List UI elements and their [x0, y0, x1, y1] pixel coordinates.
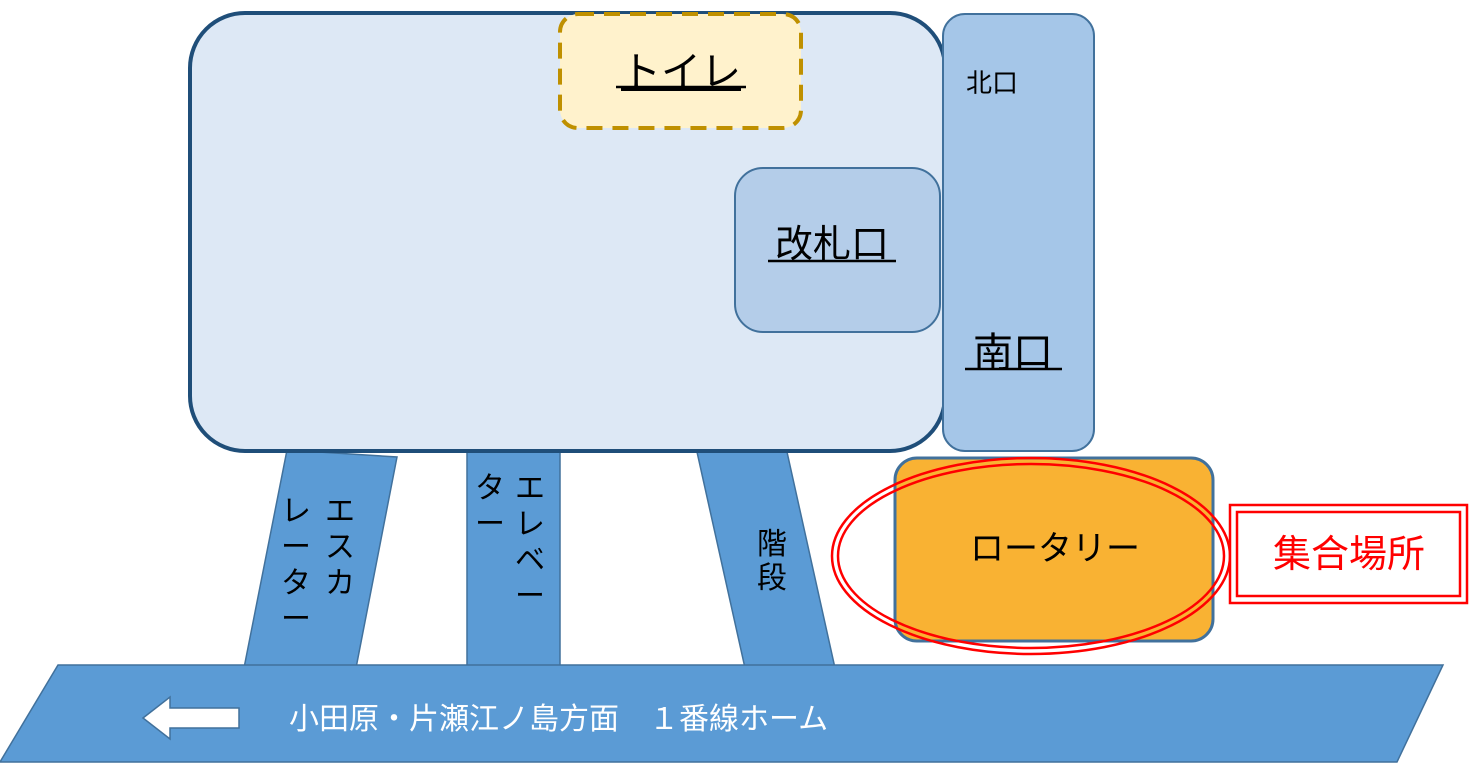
svg-text:ー: ー	[515, 579, 545, 614]
platform-strip	[0, 664, 1445, 763]
escalator-label: エ ス カ レ ー タ ー	[281, 494, 355, 637]
arrow-left-icon	[141, 695, 240, 741]
stairs-label: 階 段	[757, 527, 787, 596]
ticket-gate-label: 改札口	[775, 222, 889, 266]
svg-text:ー: ー	[475, 507, 505, 542]
svg-text:ー: ー	[281, 530, 311, 565]
ticket-gate-box	[734, 167, 941, 333]
elevator-label: エ レ ベ ー タ ー	[475, 471, 545, 614]
meeting-point-box-outer	[1228, 503, 1469, 605]
meeting-point-label: 集合場所	[1273, 532, 1425, 576]
platform-label: 小田原・片瀬江ノ島方面 １番線ホーム	[289, 702, 828, 737]
exit-column	[942, 13, 1095, 452]
svg-text:レ: レ	[281, 494, 311, 529]
svg-text:タ: タ	[475, 471, 505, 506]
svg-text:ス: ス	[325, 530, 355, 565]
svg-text:ベ: ベ	[515, 543, 545, 578]
meeting-point-circle-inner	[836, 462, 1226, 650]
svg-text:レ: レ	[515, 507, 545, 542]
meeting-point-box-inner	[1235, 510, 1462, 598]
svg-text:エ: エ	[325, 494, 355, 529]
svg-text:段: 段	[757, 561, 787, 596]
north-exit-label: 北口	[966, 69, 1018, 99]
svg-text:エ: エ	[515, 471, 545, 506]
svg-text:ー: ー	[281, 602, 311, 637]
svg-text:タ: タ	[281, 566, 311, 601]
svg-text:カ: カ	[325, 566, 355, 601]
svg-text:階: 階	[757, 527, 787, 562]
rotary-label: ロータリー	[970, 529, 1140, 569]
escalator-passage	[243, 449, 398, 669]
toilet-box	[558, 12, 803, 130]
